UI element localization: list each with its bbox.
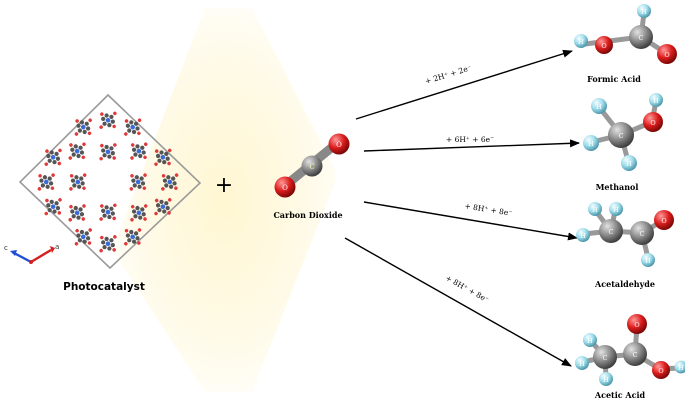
svg-text:O: O <box>601 42 606 50</box>
acetic-acid-hydrogen-atom-3 <box>599 372 613 386</box>
svg-text:C: C <box>639 34 644 42</box>
svg-text:H: H <box>580 232 586 240</box>
formic-acid-oxygen-atom-carbonyl <box>657 44 677 64</box>
svg-text:H: H <box>587 337 593 345</box>
svg-text:H: H <box>578 38 584 46</box>
svg-text:H: H <box>641 8 647 16</box>
methanol-hydrogen-atom-1 <box>591 98 607 114</box>
svg-text:C: C <box>609 228 614 236</box>
carbon-dioxide-label: Carbon Dioxide <box>273 210 342 220</box>
svg-text:H: H <box>588 140 594 148</box>
arrow-to-acetaldehyde <box>363 201 578 241</box>
svg-text:C: C <box>603 354 608 362</box>
acetaldehyde-molecule: H H H C C O H <box>576 202 674 267</box>
arrow-to-formic-acid <box>355 49 573 120</box>
acetic-acid-hydrogen-atom-1 <box>583 333 597 347</box>
photocatalyst-structure <box>18 93 202 270</box>
arrow-to-methanol <box>363 139 580 152</box>
svg-text:O: O <box>664 51 669 59</box>
svg-text:C: C <box>640 230 645 238</box>
svg-text:H: H <box>592 206 598 214</box>
formic-acid-hydrogen-atom-top <box>637 4 651 18</box>
acetic-acid-carbon-atom-methyl <box>593 345 617 369</box>
acetic-acid-label: Acetic Acid <box>594 390 646 400</box>
formic-acid-carbon-atom <box>629 25 653 49</box>
svg-text:O: O <box>282 184 288 192</box>
acetaldehyde-label: Acetaldehyde <box>594 279 655 289</box>
methanol-label: Methanol <box>596 182 639 192</box>
reaction-label-methanol: + 6H⁺ + 6e⁻ <box>446 135 494 144</box>
co2-oxygen-atom-bottom <box>274 176 296 198</box>
reaction-label-formic-acid: + 2H⁺ + 2e⁻ <box>424 63 473 86</box>
methanol-carbon-atom <box>608 122 634 148</box>
svg-text:C: C <box>619 132 624 140</box>
reaction-label-acetaldehyde: + 8H⁺ + 8e⁻ <box>464 201 513 217</box>
acetaldehyde-hydrogen-atom-2 <box>609 202 623 216</box>
reaction-label-acetic-acid: + 8H⁺ + 8e⁻ <box>444 273 491 304</box>
svg-text:O: O <box>634 321 639 329</box>
formic-acid-hydrogen-atom <box>574 34 588 48</box>
acetic-acid-oxygen-atom-hydroxyl <box>652 361 670 379</box>
svg-text:C: C <box>309 163 314 171</box>
svg-text:H: H <box>613 206 619 214</box>
unit-cell-outline <box>18 93 202 270</box>
acetaldehyde-carbon-atom-carbonyl <box>630 221 654 245</box>
methanol-hydrogen-atom-3 <box>621 155 637 171</box>
svg-text:C: C <box>633 351 638 359</box>
svg-text:O: O <box>650 119 655 127</box>
acetaldehyde-hydrogen-atom-aldehyde <box>641 253 655 267</box>
photocatalyst-label: Photocatalyst <box>63 281 145 293</box>
axis-indicator: c a <box>4 243 59 264</box>
svg-text:O: O <box>661 217 666 225</box>
svg-text:O: O <box>336 141 342 149</box>
svg-text:H: H <box>596 103 602 111</box>
co2-carbon-atom <box>301 155 323 177</box>
svg-text:H: H <box>603 376 609 384</box>
arrow-to-acetic-acid <box>344 237 572 367</box>
acetaldehyde-hydrogen-atom-3 <box>576 228 590 242</box>
acetic-acid-carbon-atom-carboxyl <box>623 342 647 366</box>
svg-text:H: H <box>678 364 684 372</box>
formic-acid-label: Formic Acid <box>587 74 641 84</box>
acetic-acid-oxygen-atom-carbonyl <box>627 314 647 334</box>
carbon-dioxide-molecule: O C O <box>274 133 350 198</box>
axis-label-a: a <box>55 243 59 251</box>
methanol-oxygen-atom <box>643 112 663 132</box>
acetic-acid-hydrogen-atom-2 <box>575 356 589 370</box>
acetic-acid-molecule: H H H C C O O H <box>575 314 685 386</box>
svg-text:O: O <box>658 367 663 375</box>
acetaldehyde-oxygen-atom <box>654 210 674 230</box>
axis-label-c: c <box>4 244 8 252</box>
acetaldehyde-carbon-atom-methyl <box>599 219 623 243</box>
methanol-hydrogen-atom-hydroxyl <box>649 93 663 107</box>
svg-text:H: H <box>653 97 659 105</box>
acetic-acid-hydrogen-atom-hydroxyl <box>674 360 685 374</box>
co2-oxygen-atom-top <box>328 133 350 155</box>
svg-text:H: H <box>626 160 632 168</box>
formic-acid-molecule: H O H C O <box>574 4 677 64</box>
plus-sign: + <box>215 173 233 198</box>
methanol-hydrogen-atom-2 <box>583 135 599 151</box>
svg-text:H: H <box>645 257 651 265</box>
methanol-molecule: H H H H C O <box>583 93 663 171</box>
svg-text:H: H <box>579 360 585 368</box>
formic-acid-oxygen-atom-hydroxyl <box>595 36 613 54</box>
light-glow <box>112 8 338 392</box>
acetaldehyde-hydrogen-atom-1 <box>588 202 602 216</box>
